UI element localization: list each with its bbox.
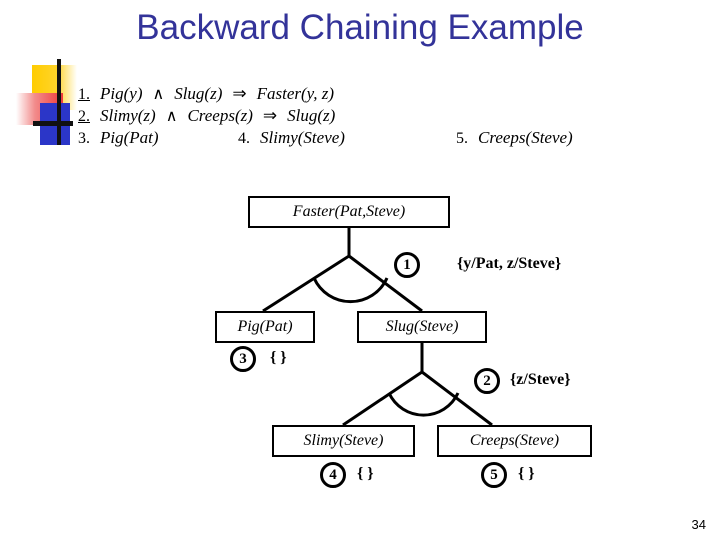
connector-slug-to-creeps: [421, 370, 493, 427]
logo-horizontal-bar: [33, 121, 73, 126]
rule-mark-5[interactable]: 5: [481, 462, 507, 488]
kb-rule-1-conjunction: ∧: [152, 86, 165, 103]
kb-rule-2-antecedent-2: Creeps(z): [187, 106, 253, 125]
connector-slug-to-slimy: [342, 370, 423, 427]
slide-logo: [0, 55, 100, 147]
kb-rule-1-antecedent-2: Slug(z): [174, 84, 223, 103]
tree-node-creeps[interactable]: Creeps(Steve): [437, 425, 592, 457]
tree-node-slug[interactable]: Slug(Steve): [357, 311, 487, 343]
kb-rule-1: 1. Pig(y) ∧ Slug(z) ⇒ Faster(y, z): [78, 84, 340, 104]
kb-rule-1-implication: ⇒: [232, 84, 247, 103]
kb-fact-4-number: 4.: [238, 130, 250, 147]
rule-mark-3[interactable]: 3: [230, 346, 256, 372]
kb-rule-2-antecedent-1: Slimy(z): [100, 106, 156, 125]
substitution-2: {z/Steve}: [510, 371, 571, 388]
kb-rule-2-consequent: Slug(z): [287, 106, 336, 125]
page-title: Backward Chaining Example: [136, 8, 584, 47]
tree-node-root[interactable]: Faster(Pat,Steve): [248, 196, 450, 228]
kb-fact-3-number: 3.: [78, 130, 90, 147]
kb-fact-4: 4. Slimy(Steve): [238, 128, 351, 148]
substitution-1: {y/Pat, z/Steve}: [457, 255, 562, 272]
kb-rule-2-number: 2.: [78, 108, 90, 125]
kb-fact-5-text: Creeps(Steve): [478, 128, 573, 147]
and-arc-rule-1: [312, 277, 389, 304]
kb-rule-2: 2. Slimy(z) ∧ Creeps(z) ⇒ Slug(z): [78, 106, 341, 126]
rule-mark-4[interactable]: 4: [320, 462, 346, 488]
substitution-4: { }: [357, 465, 374, 482]
kb-fact-4-text: Slimy(Steve): [260, 128, 345, 147]
kb-rule-1-antecedent-1: Pig(y): [100, 84, 143, 103]
logo-vertical-bar: [57, 59, 61, 145]
tree-node-slimy[interactable]: Slimy(Steve): [272, 425, 415, 457]
kb-fact-5: 5. Creeps(Steve): [456, 128, 579, 148]
and-arc-rule-2: [387, 392, 460, 417]
tree-node-pig[interactable]: Pig(Pat): [215, 311, 315, 343]
kb-rule-2-conjunction: ∧: [165, 108, 178, 125]
page-number: 34: [691, 517, 706, 532]
substitution-3: { }: [270, 349, 287, 366]
rule-mark-1[interactable]: 1: [394, 252, 420, 278]
kb-fact-3: 3. Pig(Pat): [78, 128, 165, 148]
connector-root-to-pig: [262, 254, 350, 313]
kb-fact-3-text: Pig(Pat): [100, 128, 159, 147]
kb-rule-2-implication: ⇒: [262, 106, 278, 125]
substitution-5: { }: [518, 465, 535, 482]
rule-mark-2[interactable]: 2: [474, 368, 500, 394]
kb-fact-5-number: 5.: [456, 130, 468, 147]
kb-rule-1-number: 1.: [78, 86, 90, 103]
kb-rule-1-consequent: Faster(y, z): [256, 84, 335, 103]
